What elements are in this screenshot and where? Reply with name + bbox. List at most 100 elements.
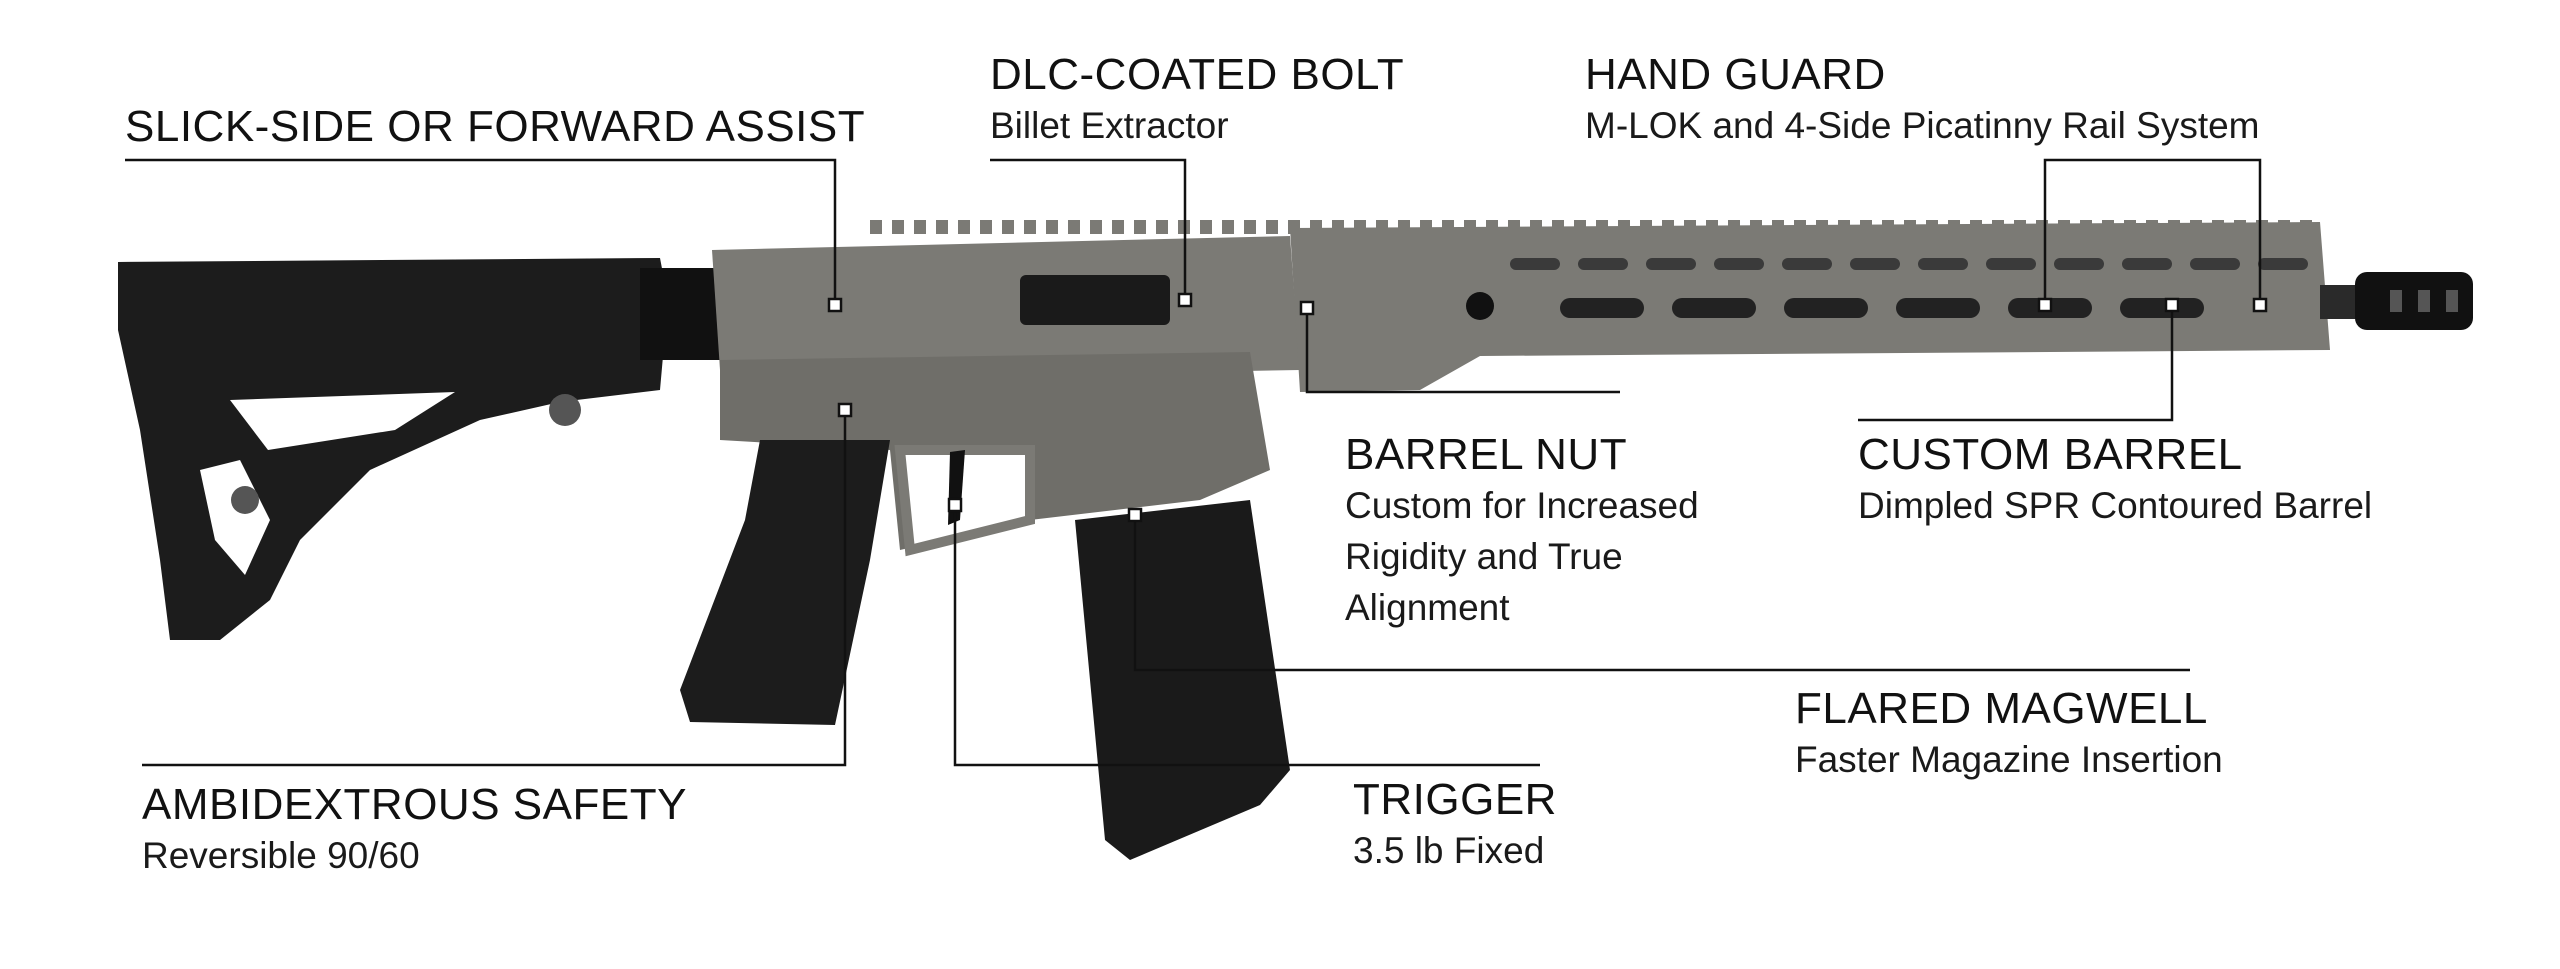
callout-barrel-nut: BARREL NUT Custom for Increased Rigidity… — [1345, 430, 1699, 633]
rail-tooth — [1156, 220, 1168, 234]
rail-tooth — [1750, 220, 1762, 234]
rail-tooth — [1310, 220, 1322, 234]
upper-mlok-slot — [1918, 258, 1968, 270]
rail-tooth — [1838, 220, 1850, 234]
buffer-tube — [640, 268, 720, 360]
marker-hand-guard-1 — [2037, 297, 2053, 313]
trigger-guard — [894, 445, 1035, 557]
rail-tooth — [1332, 220, 1344, 234]
rail-tooth — [1596, 220, 1608, 234]
callout-title: CUSTOM BARREL — [1858, 430, 2243, 479]
rail-tooth — [2234, 220, 2246, 234]
rail-tooth — [1266, 220, 1278, 234]
ejection-port — [1020, 275, 1170, 325]
callout-title: TRIGGER — [1353, 775, 1557, 824]
callout-hand-guard: HAND GUARD M-LOK and 4-Side Picatinny Ra… — [1585, 50, 2260, 151]
rail-tooth — [914, 220, 926, 234]
rail-tooth — [2212, 220, 2224, 234]
rail-tooth — [2124, 220, 2136, 234]
rail-tooth — [870, 220, 882, 234]
callout-magwell: FLARED MAGWELL Faster Magazine Insertion — [1795, 684, 2223, 785]
rail-tooth — [892, 220, 904, 234]
mlok-slot — [2120, 298, 2204, 318]
callout-subtitle: Reversible 90/60 — [142, 835, 420, 876]
callout-markers — [827, 292, 2268, 523]
marker-hand-guard-2 — [2252, 297, 2268, 313]
rail-tooth — [1376, 220, 1388, 234]
rail-tooth — [1354, 220, 1366, 234]
callout-custom-barrel: CUSTOM BARREL Dimpled SPR Contoured Barr… — [1858, 430, 2372, 531]
upper-mlok-slot — [1578, 258, 1628, 270]
callout-title: BARREL NUT — [1345, 430, 1628, 479]
marker-custom-barrel — [2164, 297, 2180, 313]
marker-trigger — [947, 497, 963, 513]
marker-safety — [837, 402, 853, 418]
rail-tooth — [1002, 220, 1014, 234]
sling-hole — [231, 486, 259, 514]
rail-tooth — [2080, 220, 2092, 234]
mlok-slot — [1784, 298, 1868, 318]
sling-hole-rear — [549, 394, 581, 426]
rail-tooth — [1574, 220, 1586, 234]
rail-tooth — [1640, 220, 1652, 234]
callout-title: SLICK-SIDE OR FORWARD ASSIST — [125, 102, 866, 151]
leader-barrel-nut — [1305, 308, 1620, 394]
callout-title: AMBIDEXTROUS SAFETY — [142, 780, 687, 829]
upper-mlok-slot — [2054, 258, 2104, 270]
muzzle-brake-port-3 — [2446, 290, 2458, 312]
rail-tooth — [1926, 220, 1938, 234]
muzzle-brake-port-2 — [2418, 290, 2430, 312]
rail-tooth — [2300, 220, 2312, 234]
upper-mlok-slot — [2190, 258, 2240, 270]
rail-tooth — [2058, 220, 2070, 234]
barrel — [2320, 285, 2360, 319]
leader-lines — [125, 158, 2262, 767]
rail-tooth — [2168, 220, 2180, 234]
callout-subtitle-line-1: Custom for Increased — [1345, 485, 1699, 526]
rail-tooth — [1200, 220, 1212, 234]
rail-tooth — [2102, 220, 2114, 234]
mlok-slot — [1896, 298, 1980, 318]
upper-mlok-slot — [1510, 258, 1560, 270]
rail-tooth — [1948, 220, 1960, 234]
rail-tooth — [2146, 220, 2158, 234]
rail-tooth — [1618, 220, 1630, 234]
rail-tooth — [1090, 220, 1102, 234]
rail-tooth — [1024, 220, 1036, 234]
upper-receiver — [712, 236, 1300, 380]
callout-subtitle: Billet Extractor — [990, 105, 1229, 146]
callout-bolt: DLC-COATED BOLT Billet Extractor — [990, 50, 1404, 151]
rail-tooth — [1860, 220, 1872, 234]
rail-tooth — [1970, 220, 1982, 234]
callout-safety: AMBIDEXTROUS SAFETY Reversible 90/60 — [142, 780, 687, 881]
rail-tooth — [1068, 220, 1080, 234]
rail-tooth — [1486, 220, 1498, 234]
picatinny-teeth — [870, 220, 2312, 234]
upper-mlok-slot — [1646, 258, 1696, 270]
callout-subtitle: 3.5 lb Fixed — [1353, 830, 1545, 871]
marker-barrel-nut — [1299, 300, 1315, 316]
leader-safety — [142, 410, 847, 767]
upper-mlok-slot — [1986, 258, 2036, 270]
rail-tooth — [2278, 220, 2290, 234]
rail-tooth — [1728, 220, 1740, 234]
rail-tooth — [2256, 220, 2268, 234]
mlok-slot — [1672, 298, 1756, 318]
callout-forward-assist: SLICK-SIDE OR FORWARD ASSIST — [125, 102, 865, 152]
callout-subtitle: Faster Magazine Insertion — [1795, 739, 2223, 780]
marker-bolt — [1177, 292, 1193, 308]
muzzle-brake-port-1 — [2390, 290, 2402, 312]
callout-subtitle-line-2: Rigidity and True — [1345, 536, 1623, 577]
upper-mlok-slot — [1850, 258, 1900, 270]
rail-tooth — [1464, 220, 1476, 234]
marker-forward-assist — [827, 297, 843, 313]
callout-subtitle: Dimpled SPR Contoured Barrel — [1858, 485, 2373, 526]
rail-tooth — [980, 220, 992, 234]
rail-tooth — [1508, 220, 1520, 234]
rail-tooth — [1662, 220, 1674, 234]
rail-tooth — [1222, 220, 1234, 234]
leader-hand-guard — [2043, 158, 2262, 305]
qd-socket — [1466, 292, 1494, 320]
leader-forward-assist — [125, 158, 837, 305]
